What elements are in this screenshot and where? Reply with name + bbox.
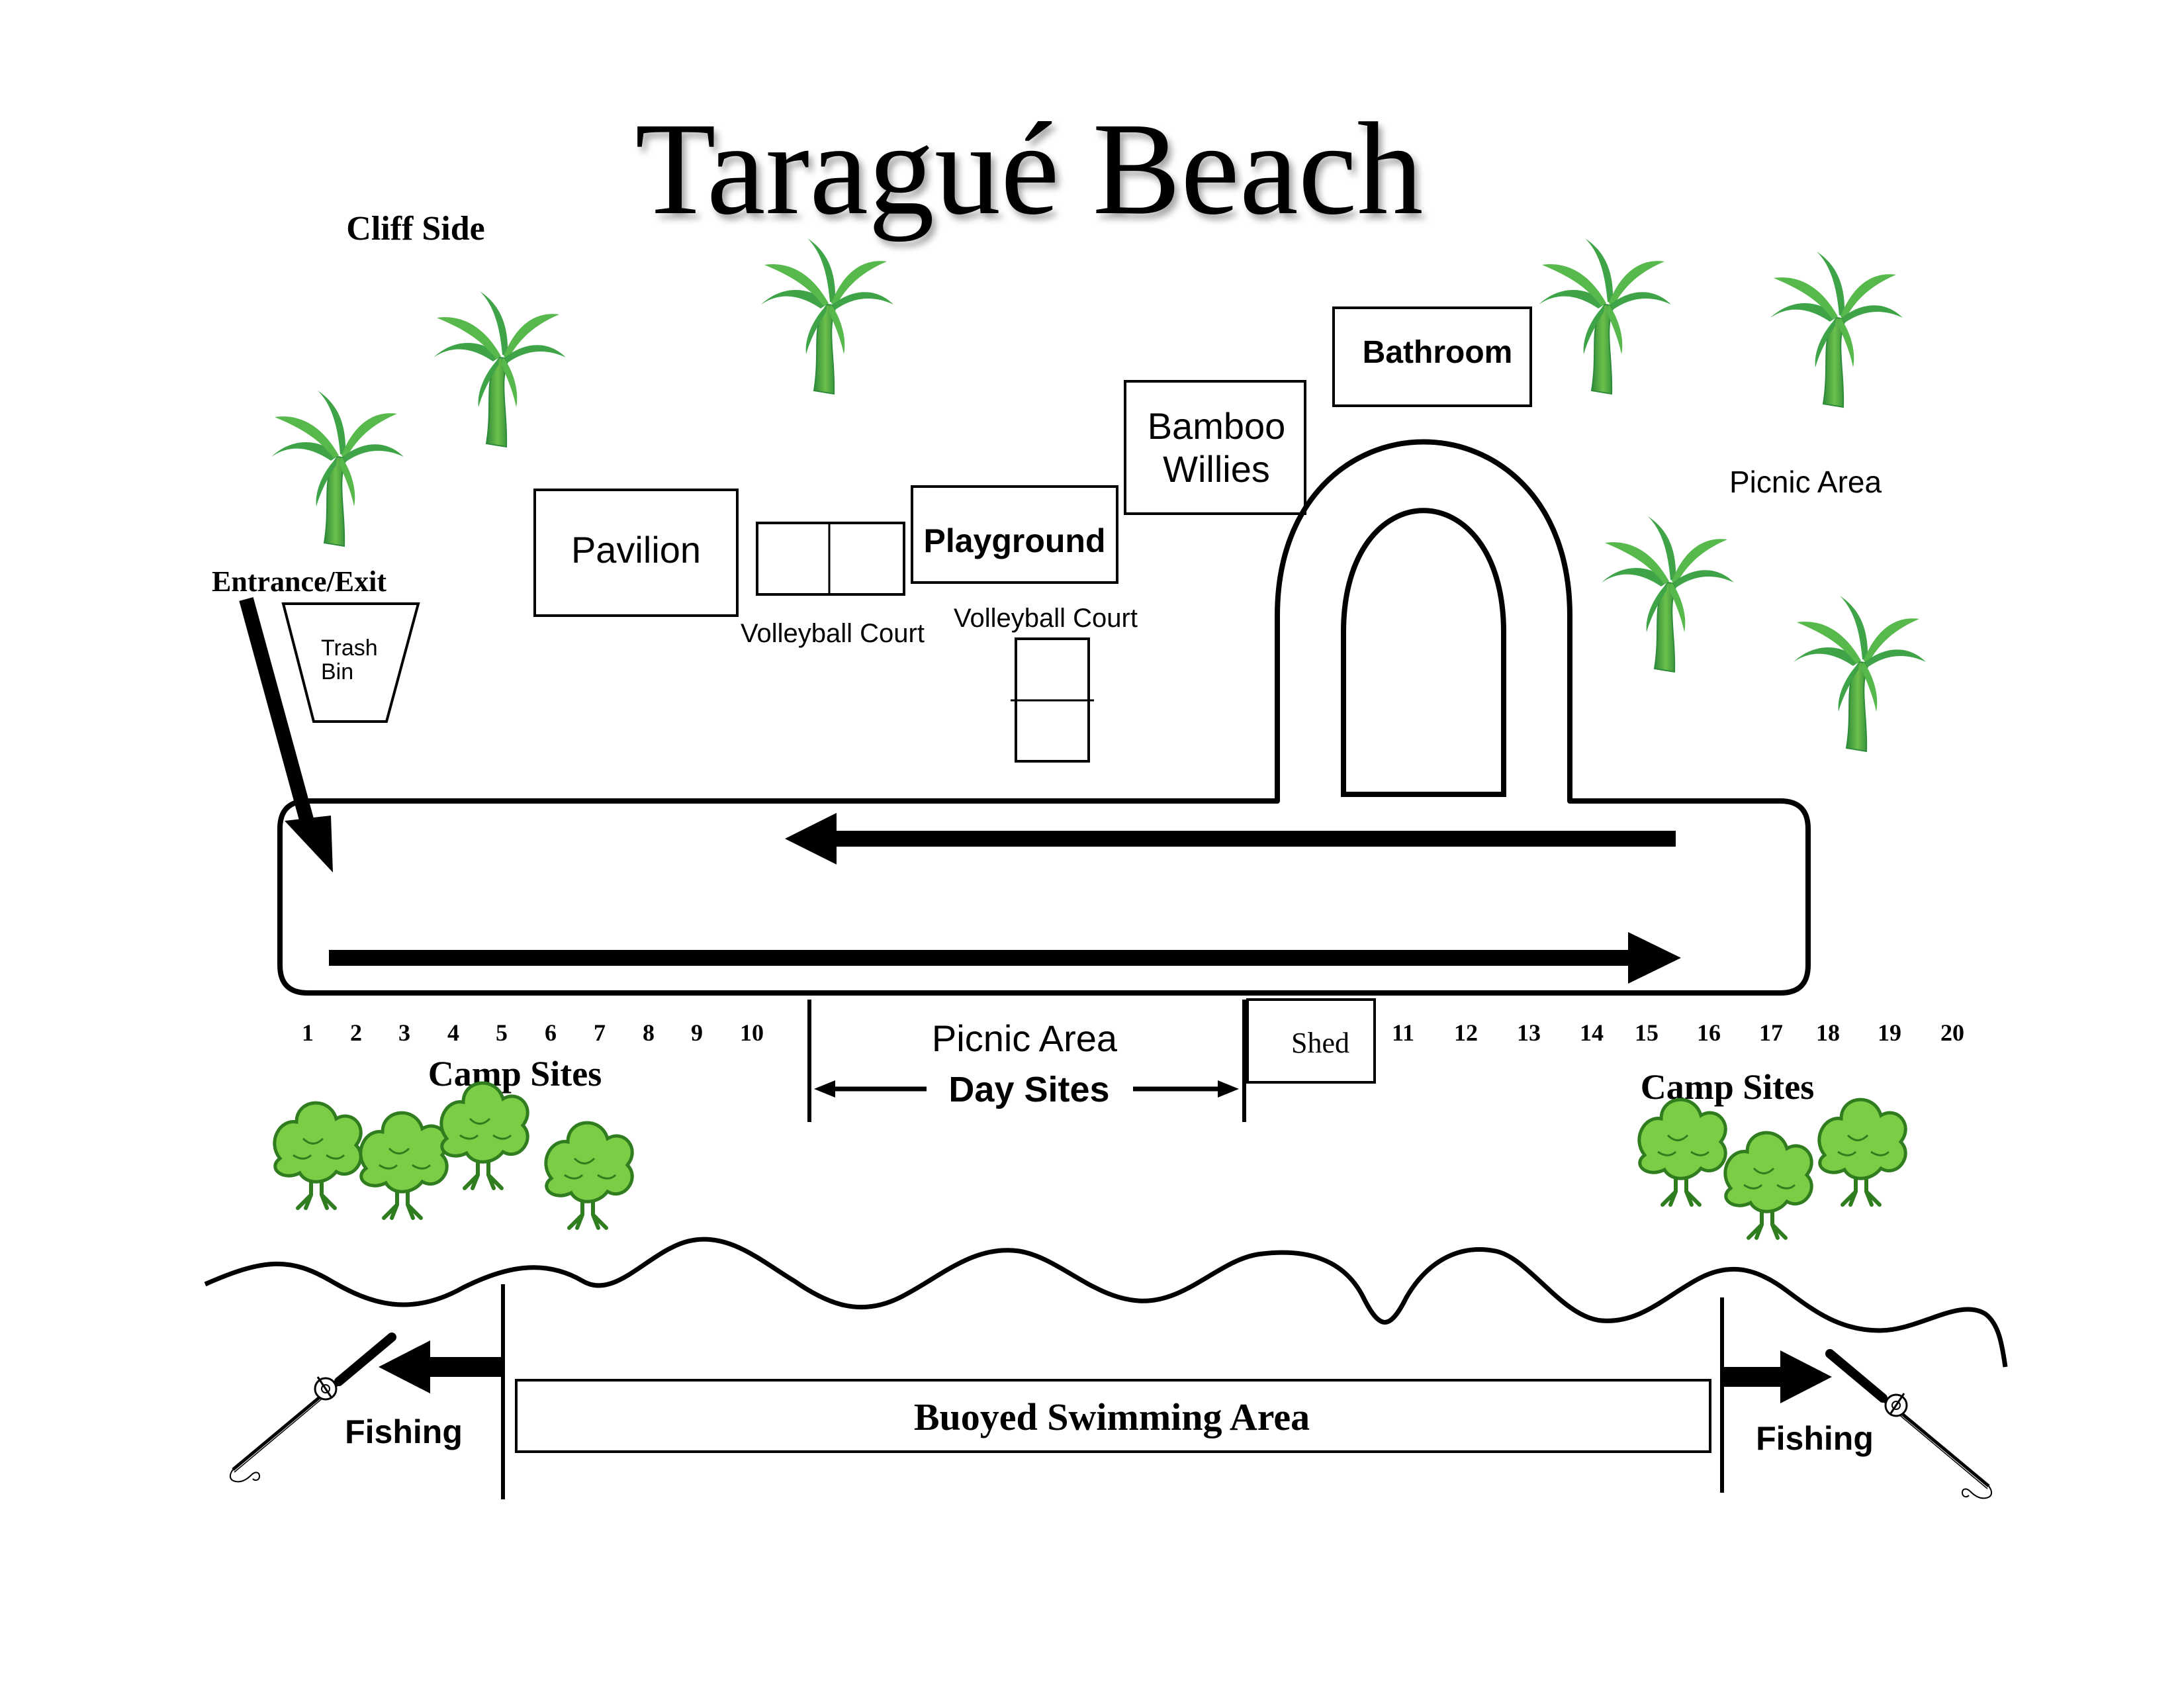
camp-site-number[interactable]: 10 (740, 1019, 764, 1046)
palm-tree-icon (1770, 251, 1903, 408)
bush-tree-icon (1725, 1133, 1811, 1238)
road-inner-loop (1341, 508, 1506, 797)
buoyed-swimming-area-label: Buoyed Swimming Area (914, 1395, 1310, 1438)
bathroom-building (1332, 306, 1532, 407)
bush-tree-icon (361, 1113, 447, 1218)
bamboo-willies-label: Willies (1163, 448, 1270, 490)
day-sites-arrow-right-head (1218, 1080, 1239, 1098)
map-title: Taragué Beach (635, 96, 1424, 242)
day-sites-arrow-left-head (814, 1080, 835, 1098)
bamboo-willies-building (1124, 380, 1306, 515)
camp-site-number[interactable]: 9 (691, 1019, 703, 1046)
traffic-arrow-west-head (785, 813, 837, 865)
playground-area (911, 485, 1118, 584)
road-outline (277, 439, 1811, 996)
trash-bin-label: Trash (321, 635, 378, 661)
palm-tree-icon (433, 291, 567, 447)
playground-label: Playground (923, 522, 1105, 559)
bush-tree-icon (1639, 1100, 1725, 1205)
camp-site-numbers-right: 11 12 13 14 15 16 17 18 19 20 (1392, 1019, 1964, 1046)
shoreline (204, 1237, 2008, 1368)
camp-site-numbers-left: 1 2 3 4 5 6 7 8 9 10 (302, 1019, 764, 1046)
camp-site-number[interactable]: 5 (496, 1019, 508, 1046)
camp-site-number[interactable]: 3 (398, 1019, 410, 1046)
palm-tree-icon (1601, 516, 1735, 673)
camp-site-number[interactable]: 6 (545, 1019, 557, 1046)
camp-site-number[interactable]: 2 (350, 1019, 362, 1046)
bush-tree-icon (546, 1123, 632, 1228)
trash-bin-label: Bin (321, 659, 353, 684)
palm-tree-icon (271, 390, 404, 547)
camp-site-number[interactable]: 12 (1454, 1019, 1478, 1046)
camp-site-number[interactable]: 4 (447, 1019, 459, 1046)
fishing-rod-icon (230, 1337, 392, 1481)
pavilion-label: Pavilion (571, 529, 701, 571)
camp-site-number[interactable]: 15 (1635, 1019, 1659, 1046)
shed-building (1246, 998, 1376, 1084)
pavilion-building (533, 489, 739, 617)
fishing-label-right: Fishing (1756, 1420, 1874, 1457)
palm-tree-icon (760, 238, 894, 395)
picnic-area-day-label: Picnic Area (932, 1017, 1118, 1059)
entrance-arrow-head (285, 816, 333, 872)
camp-sites-label-left: Camp Sites (428, 1054, 602, 1094)
fishing-label-left: Fishing (345, 1413, 463, 1450)
camp-site-number[interactable]: 19 (1878, 1019, 1901, 1046)
cliff-side-label: Cliff Side (346, 210, 484, 248)
shed-label: Shed (1291, 1027, 1349, 1059)
trash-bin (281, 602, 420, 723)
volleyball-court-label: Volleyball Court (954, 604, 1138, 633)
traffic-arrow-east-head (1628, 932, 1681, 984)
camp-site-number[interactable]: 8 (643, 1019, 655, 1046)
camp-site-number[interactable]: 14 (1580, 1019, 1604, 1046)
entrance-exit-label: Entrance/Exit (212, 565, 387, 598)
bush-tree-icon (275, 1103, 361, 1208)
bush-tree-icon (441, 1083, 527, 1188)
camp-site-number[interactable]: 13 (1517, 1019, 1541, 1046)
camp-sites-label-right: Camp Sites (1641, 1067, 1815, 1107)
volleyball-court-label: Volleyball Court (741, 619, 925, 648)
fishing-arrow-right-head (1780, 1350, 1832, 1403)
bathroom-label: Bathroom (1363, 335, 1513, 370)
camp-site-number[interactable]: 16 (1697, 1019, 1721, 1046)
bamboo-willies-label: Bamboo (1148, 405, 1286, 447)
camp-site-number[interactable]: 18 (1816, 1019, 1840, 1046)
camp-site-number[interactable]: 11 (1392, 1019, 1414, 1046)
palm-tree-icon (1793, 595, 1927, 752)
fishing-arrow-left-head (379, 1340, 430, 1393)
volleyball-court (756, 522, 905, 596)
bush-tree-icon (1819, 1100, 1905, 1205)
camp-site-number[interactable]: 20 (1940, 1019, 1964, 1046)
buoyed-swimming-area (515, 1379, 1711, 1453)
day-sites-label: Day Sites (948, 1070, 1109, 1109)
entrance-arrow (239, 597, 315, 826)
camp-site-number[interactable]: 1 (302, 1019, 314, 1046)
camp-site-number[interactable]: 17 (1759, 1019, 1783, 1046)
camp-site-number[interactable]: 7 (594, 1019, 606, 1046)
palm-tree-icon (1538, 238, 1672, 395)
picnic-area-label: Picnic Area (1729, 465, 1882, 499)
